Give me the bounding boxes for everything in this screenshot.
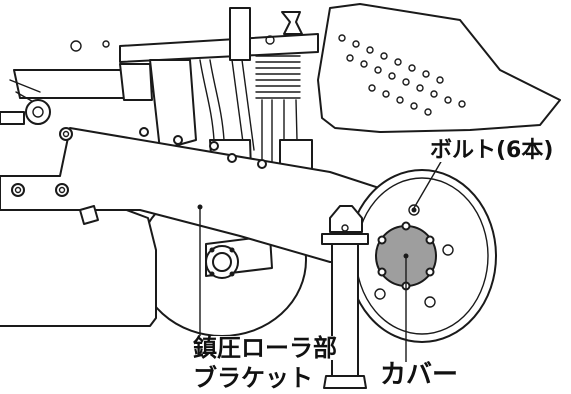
upper-frame xyxy=(0,3,561,133)
frame-bolts xyxy=(139,127,267,169)
roller-hub xyxy=(205,235,273,279)
leader-lines xyxy=(197,159,443,363)
bracket-bolts-left xyxy=(11,127,99,225)
coil-spring xyxy=(255,55,301,99)
hopper-vent-holes xyxy=(338,34,466,116)
bolt-label: ボルト(6本) xyxy=(428,138,556,163)
roller-bracket-label-line1: 鎮圧ローラ部 xyxy=(191,334,339,362)
lower-left-plate xyxy=(0,199,157,327)
cover-label: カバー xyxy=(378,360,461,390)
roller-bracket-label-line2: ブラケット xyxy=(191,364,315,392)
